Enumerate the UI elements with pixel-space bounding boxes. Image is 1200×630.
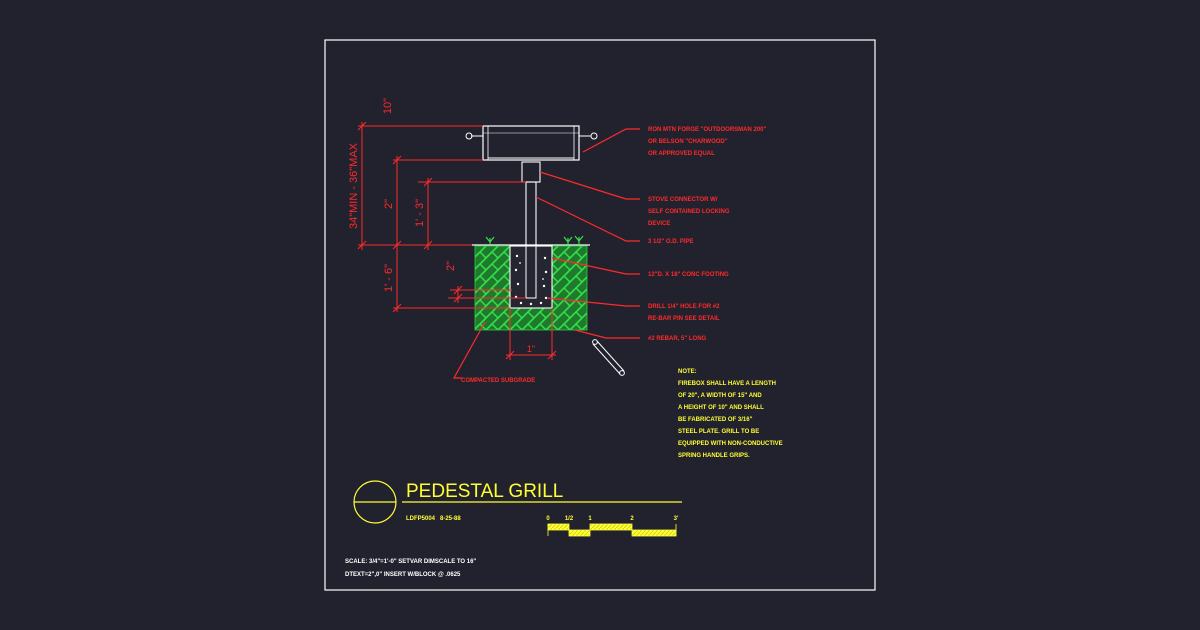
callout-pipe: 3 1/2" O.D. PIPE — [648, 239, 694, 245]
svg-text:SPRING HANDLE GRIPS.: SPRING HANDLE GRIPS. — [678, 453, 750, 459]
dim-1ft6in: 1' - 6" — [383, 264, 395, 292]
svg-text:OF 20", A WIDTH OF 15" AND: OF 20", A WIDTH OF 15" AND — [678, 393, 762, 399]
svg-text:BE FABRICATED OF 3/16": BE FABRICATED OF 3/16" — [678, 417, 753, 423]
callout-rebar: #2 REBAR, 5" LONG — [648, 336, 707, 342]
left-handle — [465, 132, 473, 140]
svg-text:0: 0 — [546, 516, 550, 522]
svg-text:DEVICE: DEVICE — [648, 221, 670, 227]
aggregate-dots — [514, 254, 548, 306]
note-block: NOTE: FIREBOX SHALL HAVE A LENGTH OF 20"… — [678, 369, 783, 459]
firebox — [482, 125, 580, 161]
dim-top: 10" — [382, 98, 394, 114]
svg-text:FIREBOX SHALL HAVE A LENGTH: FIREBOX SHALL HAVE A LENGTH — [678, 381, 776, 387]
svg-text:EQUIPPED WITH NON-CONDUCTIVE: EQUIPPED WITH NON-CONDUCTIVE — [678, 441, 783, 447]
stove-connector — [521, 161, 541, 183]
dim-2in-upper: 2" — [383, 199, 395, 209]
rebar-pin — [592, 339, 625, 376]
svg-text:1/2: 1/2 — [565, 516, 574, 522]
callout-footing: 12"D. X 18" CONC FOOTING — [648, 272, 729, 278]
drawing-date: 8-25-88 — [440, 516, 461, 522]
right-handle — [590, 132, 598, 140]
svg-text:A HEIGHT OF 10" AND SHALL: A HEIGHT OF 10" AND SHALL — [678, 405, 764, 411]
svg-text:STEEL PLATE. GRILL TO BE: STEEL PLATE. GRILL TO BE — [678, 429, 759, 435]
dim-1ft3in: 1' - 3" — [414, 199, 426, 227]
drawing-code: LDFP5004 — [406, 516, 436, 522]
callout-drill: DRILL 1/4" HOLE FOR #2 RE-BAR PIN SEE DE… — [648, 304, 720, 322]
svg-text:OR BELSON "CHARWOOD": OR BELSON "CHARWOOD" — [648, 139, 728, 145]
leader-lines — [452, 128, 640, 379]
dim-1in: 1" — [527, 344, 535, 354]
drawing-frame — [324, 39, 876, 591]
drawing-title: PEDESTAL GRILL — [406, 481, 563, 502]
callout-subgrade: COMPACTED SUBGRADE — [461, 378, 535, 384]
dim-2in-lower: 2" — [445, 261, 457, 271]
callout-connector: STOVE CONNECTOR W/ SELF CONTAINED LOCKIN… — [648, 197, 730, 227]
note-heading: NOTE: — [678, 369, 697, 375]
svg-text:RE-BAR PIN SEE DETAIL: RE-BAR PIN SEE DETAIL — [648, 316, 720, 322]
grass-tufts — [485, 235, 584, 244]
scale-bar: 0 1/2 1 2 3' — [546, 516, 679, 537]
svg-text:RON MTN FORGE "OUTDOORSMAN 200: RON MTN FORGE "OUTDOORSMAN 200" — [648, 127, 767, 133]
svg-text:OR APPROVED EQUAL: OR APPROVED EQUAL — [648, 151, 715, 157]
dimension-lines — [357, 121, 557, 360]
svg-text:1: 1 — [588, 516, 592, 522]
svg-text:STOVE CONNECTOR W/: STOVE CONNECTOR W/ — [648, 197, 718, 203]
footer-scale: SCALE: 3/4"=1'-0" SETVAR DIMSCALE TO 16" — [345, 559, 476, 565]
svg-text:SELF CONTAINED LOCKING: SELF CONTAINED LOCKING — [648, 209, 730, 215]
svg-text:2: 2 — [630, 516, 634, 522]
title-block: PEDESTAL GRILL LDFP5004 8-25-88 — [353, 480, 682, 524]
callout-grill: RON MTN FORGE "OUTDOORSMAN 200" OR BELSO… — [648, 127, 767, 157]
footer-dtext: DTEXT=2",0" INSERT W/BLOCK @ .0625 — [345, 572, 461, 578]
svg-text:DRILL 1/4" HOLE FOR #2: DRILL 1/4" HOLE FOR #2 — [648, 304, 720, 310]
grill-elevation — [465, 125, 625, 376]
svg-text:3': 3' — [674, 516, 679, 522]
dim-height: 34"MIN - 36"MAX — [348, 142, 360, 229]
